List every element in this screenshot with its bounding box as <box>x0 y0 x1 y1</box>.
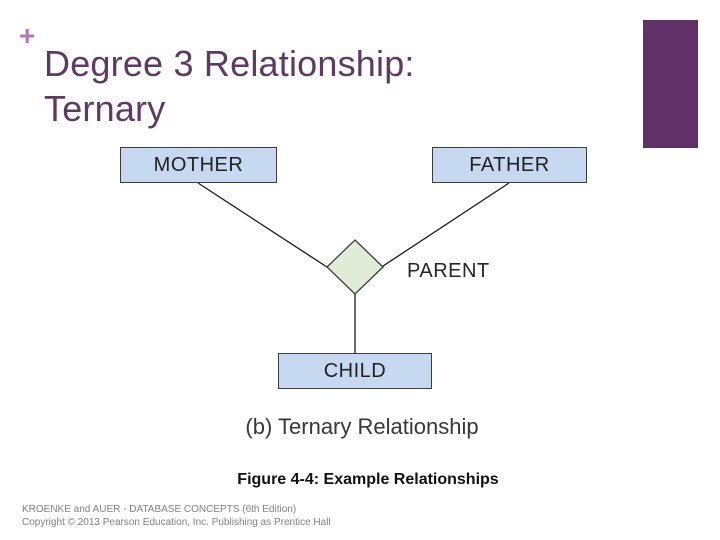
footer-copyright-line: Copyright © 2013 Pearson Education, Inc.… <box>22 516 331 528</box>
entity-child: CHILD <box>278 353 432 389</box>
slide-title-line1: Degree 3 Relationship: <box>44 43 415 84</box>
connector-line-father <box>379 182 510 269</box>
entity-father: FATHER <box>432 147 587 183</box>
footer: KROENKE and AUER - DATABASE CONCEPTS (6t… <box>22 504 331 530</box>
plus-icon: + <box>19 20 36 51</box>
connector-line-mother <box>197 182 331 270</box>
slide-title-line2: Ternary <box>44 88 166 129</box>
slide-title: Degree 3 Relationship: Ternary <box>44 41 604 131</box>
relationship-diamond <box>326 239 384 295</box>
entity-mother: MOTHER <box>120 147 277 183</box>
diagram-caption: (b) Ternary Relationship <box>245 414 479 439</box>
figure-caption: Figure 4-4: Example Relationships <box>237 471 499 488</box>
accent-bar <box>643 20 698 148</box>
footer-book-line: KROENKE and AUER - DATABASE CONCEPTS (6t… <box>22 504 297 515</box>
relationship-label: PARENT <box>407 260 490 282</box>
